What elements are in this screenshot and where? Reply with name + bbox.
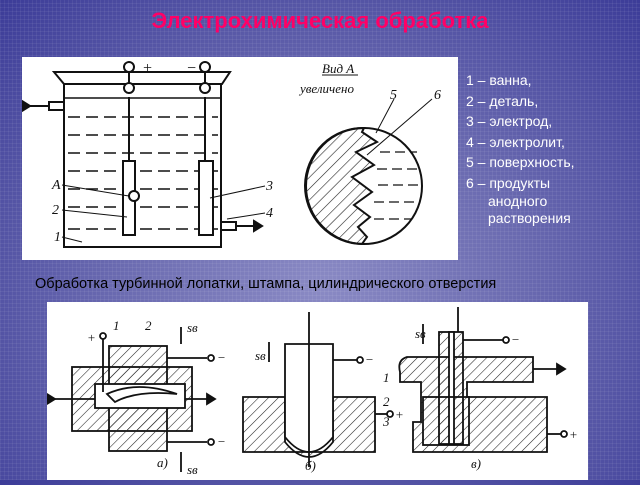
minus-label: − [511,332,520,347]
view-subtitle: увеличено [298,81,354,96]
minus-label: − [217,350,226,365]
label-6: 6 [434,88,441,103]
legend-item-continuation: растворения [488,210,571,226]
plus-label: + [395,407,404,422]
legend-item: 2 – деталь, [466,92,539,109]
feed-label: sв [187,320,198,335]
view-title: Вид A [322,61,354,76]
caption: Обработка турбинной лопатки, штампа, цил… [35,276,497,292]
label-v: в) [471,456,481,471]
feed-label: sв [187,462,198,477]
electrochemical-bath-diagram: + − A 2 1 3 4 5 6 Вид A увеличено [21,57,458,260]
slide-title: Электрохимическая обработка [151,8,489,33]
legend-item-continuation: анодного [488,193,548,209]
label-3: 3 [265,179,273,194]
minus-label: − [365,352,374,367]
legend-item: 4 – электролит, [466,133,565,150]
minus-label: − [217,434,226,449]
label-4: 4 [266,206,273,221]
label-2: 2 [145,318,152,333]
label-a: а) [157,455,168,470]
label-1: 1 [113,318,120,333]
minus-terminal-label: − [186,60,197,77]
feed-label: sв [415,326,426,341]
legend-list: 1 – ванна, 2 – деталь, 3 – электрод, 4 –… [466,70,575,227]
plus-label: + [87,330,96,345]
legend-item: 6 – продукты [466,174,551,191]
legend-item: 1 – ванна, [466,72,532,88]
label-1: 1 [54,230,61,245]
legend-item: 3 – электрод, [466,113,553,129]
label-2: 2 [383,394,390,409]
plus-terminal-label: + [142,60,153,77]
label-A: A [51,178,61,193]
label-5: 5 [390,88,397,103]
label-b: б) [305,458,316,473]
machining-examples-diagram: а) б) в) sв sв sв sв 1 2 1 2 3 + − − − +… [46,302,588,480]
label-3: 3 [382,414,390,429]
label-2: 2 [52,203,59,218]
legend-item: 5 – поверхность, [466,154,575,170]
feed-label: sв [255,348,266,363]
label-1: 1 [383,370,390,385]
plus-label: + [569,427,578,442]
